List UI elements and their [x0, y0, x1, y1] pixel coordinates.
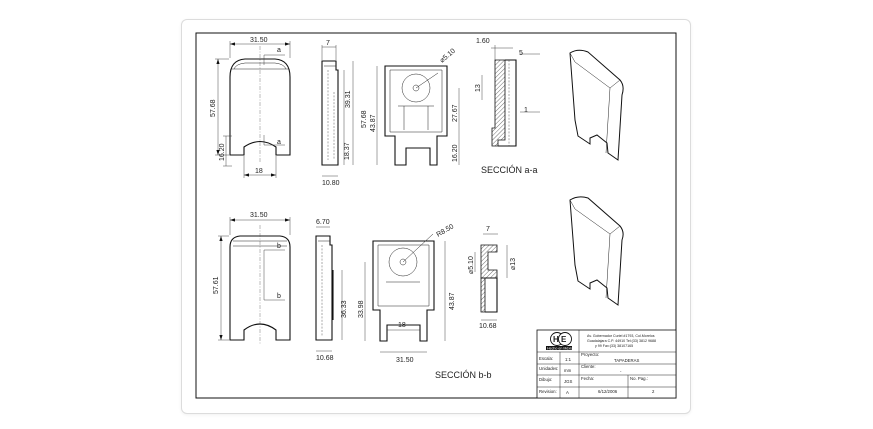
- sheet-border: [195, 32, 677, 399]
- dim-b-width: 31.50: [250, 212, 268, 219]
- dim-b-front-r: R8.50: [436, 223, 456, 238]
- dim-b-front-h1: 33.98: [358, 300, 365, 318]
- view-side-b: [315, 226, 343, 352]
- view-inside-b: [364, 233, 446, 353]
- escala-value: 1:1: [565, 357, 572, 362]
- dim-a-side-w: 10.80: [322, 180, 340, 187]
- view-section-bb: [474, 233, 508, 321]
- dibujo-value: JGS: [564, 379, 572, 384]
- address-line-3: y 99 Fax:(33) 38107165: [595, 344, 633, 348]
- nopag-label: No. Pag.:: [630, 376, 648, 381]
- dim-b-front-h2: 43.87: [449, 292, 456, 310]
- dim-b-sec-w: 10.68: [479, 323, 497, 330]
- dim-a-side-h1: 39.31: [345, 90, 352, 108]
- cliente-label: Cliente:: [581, 364, 596, 369]
- dim-b-thick: 6.70: [316, 219, 330, 226]
- dim-a-thick: 7: [326, 40, 330, 47]
- dim-a-sec-13: 13: [475, 84, 482, 92]
- dim-a-front-d: ⌀5.10: [439, 48, 457, 65]
- nopag-value: 2: [652, 389, 655, 394]
- dim-a-width: 31.50: [250, 37, 268, 44]
- dim-a-front-h2: 27.67: [452, 104, 459, 122]
- dim-a-front-slot: 16.20: [452, 144, 459, 162]
- logo-subtitle: Hecho en México: [547, 346, 575, 350]
- fecha-label: Fecha:: [581, 376, 594, 381]
- isometric-view-top: [569, 49, 624, 161]
- view-front-a: [215, 41, 291, 178]
- dim-b-side-h: 36.33: [341, 300, 348, 318]
- section-title-aa: SECCIÓN a-a: [481, 165, 538, 175]
- dim-a-sec-1: 1: [524, 107, 528, 114]
- dim-a-side-h3: 18.37: [344, 142, 351, 160]
- dim-a-sec-top: 1.60: [476, 38, 490, 45]
- unidades-value: mm: [564, 368, 572, 373]
- logo-text: H E: [553, 335, 567, 344]
- cliente-value: -: [620, 369, 622, 374]
- unidades-label: Unidades:: [539, 366, 558, 371]
- section-label-a-top: a: [277, 47, 281, 54]
- dim-a-slot: 16.20: [219, 143, 226, 161]
- dim-b-front-18: 18: [398, 322, 406, 329]
- dibujo-label: Dibujo:: [539, 377, 552, 382]
- proyecto-label: Proyecto:: [581, 352, 599, 357]
- view-inside-a: [376, 65, 460, 166]
- dim-a-height: 57.68: [210, 99, 217, 117]
- revision-value: A: [566, 390, 569, 395]
- title-block: [536, 329, 677, 399]
- address-line-1: Av. Gobernador Curiel #1793, Col.Morelos: [587, 334, 655, 338]
- view-side-a: [321, 45, 354, 177]
- dim-a-front-h: 43.87: [370, 114, 377, 132]
- escala-label: Escala:: [539, 356, 553, 361]
- dim-b-sec-d: ⌀5.10: [468, 256, 475, 274]
- dim-a-bottom: 18: [255, 168, 263, 175]
- dim-b-sec-13: ⌀13: [510, 258, 517, 270]
- section-label-b-top: b: [277, 243, 281, 250]
- revision-label: Revision:: [539, 389, 557, 394]
- address-line-2: Guadalajara C.P. 44910 Tel:(33) 3812 968…: [587, 339, 656, 343]
- dim-b-height: 57.61: [213, 276, 220, 294]
- section-label-a-bottom: a: [277, 139, 281, 146]
- proyecto-value: TAPADERAS: [614, 358, 640, 363]
- fecha-value: 6/12/2006: [598, 389, 618, 394]
- section-label-b-bottom: b: [277, 293, 281, 300]
- dim-a-sec-w: 5: [519, 50, 523, 57]
- dim-b-front-w: 31.50: [396, 357, 414, 364]
- isometric-view-bottom: [569, 196, 624, 306]
- dim-b-side-w: 10.68: [316, 355, 334, 362]
- dim-a-side-h2: 57.68: [361, 110, 368, 128]
- dim-b-sec-7: 7: [486, 226, 490, 233]
- view-front-b: [218, 217, 291, 345]
- section-title-bb: SECCIÓN b-b: [435, 370, 492, 380]
- view-section-aa: [481, 45, 540, 147]
